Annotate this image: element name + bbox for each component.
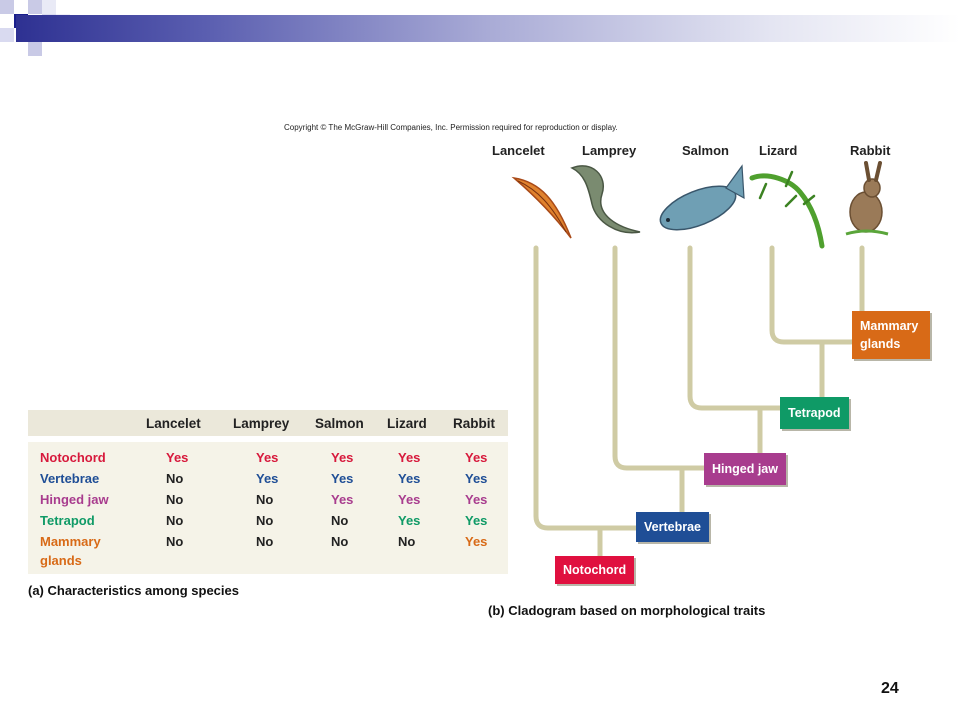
- lancelet-illustration: [511, 176, 572, 239]
- table-col-lizard: Lizard: [387, 416, 427, 431]
- header-gradient-bar: [16, 15, 960, 42]
- cell-notochord-rabbit: Yes: [465, 450, 488, 465]
- copyright-notice: Copyright © The McGraw-Hill Companies, I…: [284, 123, 618, 132]
- cell-mammary-salmon: No: [331, 534, 349, 549]
- table-caption: (a) Characteristics among species: [28, 583, 239, 598]
- cell-hinged-jaw-salmon: Yes: [331, 492, 354, 507]
- trait-hinged-jaw-text: Hinged jaw: [712, 462, 778, 476]
- row-label-vertebrae: Vertebrae: [40, 471, 100, 486]
- cell-tetrapod-lamprey: No: [256, 513, 274, 528]
- cell-mammary-lizard: No: [398, 534, 416, 549]
- cell-notochord-lancelet: Yes: [166, 450, 189, 465]
- table-col-lamprey: Lamprey: [233, 416, 290, 431]
- cell-tetrapod-salmon: No: [331, 513, 349, 528]
- trait-tetrapod-text: Tetrapod: [788, 406, 841, 420]
- cell-hinged-jaw-lancelet: No: [166, 492, 184, 507]
- cladogram-caption: (b) Cladogram based on morphological tra…: [488, 603, 766, 618]
- trait-label-tetrapod: Tetrapod: [780, 397, 849, 429]
- row-label-hinged-jaw: Hinged jaw: [40, 492, 109, 507]
- species-header-lamprey: Lamprey: [582, 143, 637, 158]
- cell-mammary-lamprey: No: [256, 534, 274, 549]
- cell-tetrapod-lizard: Yes: [398, 513, 421, 528]
- table-header-row: Lancelet Lamprey Salmon Lizard Rabbit: [28, 410, 508, 436]
- cell-notochord-salmon: Yes: [331, 450, 354, 465]
- salmon-illustration: [659, 164, 745, 231]
- table-body: Notochord Yes Yes Yes Yes Yes Vertebrae …: [28, 442, 508, 574]
- cell-hinged-jaw-lizard: Yes: [398, 492, 421, 507]
- cell-vertebrae-rabbit: Yes: [465, 471, 488, 486]
- row-label-mammary-line-2: glands: [40, 553, 82, 568]
- species-header-lancelet: Lancelet: [492, 143, 545, 158]
- cell-vertebrae-lizard: Yes: [398, 471, 421, 486]
- species-header-rabbit: Rabbit: [850, 143, 891, 158]
- cell-notochord-lizard: Yes: [398, 450, 421, 465]
- cell-hinged-jaw-rabbit: Yes: [465, 492, 488, 507]
- lamprey-illustration: [570, 165, 641, 234]
- trait-mammary-text-line-1: Mammary: [860, 319, 919, 333]
- cell-tetrapod-lancelet: No: [166, 513, 184, 528]
- rabbit-illustration: [845, 161, 889, 236]
- trait-vertebrae-text: Vertebrae: [644, 520, 701, 534]
- row-label-mammary-line-1: Mammary: [40, 534, 101, 549]
- table-col-salmon: Salmon: [315, 416, 364, 431]
- page-number: 24: [881, 680, 899, 697]
- species-header-salmon: Salmon: [682, 143, 729, 158]
- cell-vertebrae-lamprey: Yes: [256, 471, 279, 486]
- cell-vertebrae-salmon: Yes: [331, 471, 354, 486]
- trait-label-notochord: Notochord: [555, 556, 635, 584]
- trait-mammary-text-line-2: glands: [860, 337, 901, 351]
- cell-mammary-lancelet: No: [166, 534, 184, 549]
- cell-tetrapod-rabbit: Yes: [465, 513, 488, 528]
- lizard-illustration: [749, 170, 825, 249]
- cell-hinged-jaw-lamprey: No: [256, 492, 274, 507]
- trait-label-mammary-glands: Mammary glands: [852, 311, 930, 359]
- table-col-rabbit: Rabbit: [453, 416, 495, 431]
- cladogram-branches: [533, 245, 865, 575]
- row-label-tetrapod: Tetrapod: [40, 513, 95, 528]
- trait-label-hinged-jaw: Hinged jaw: [704, 453, 786, 485]
- trait-notochord-text: Notochord: [563, 563, 627, 577]
- cell-notochord-lamprey: Yes: [256, 450, 279, 465]
- cell-mammary-rabbit: Yes: [465, 534, 488, 549]
- species-header-lizard: Lizard: [759, 143, 798, 158]
- table-col-lancelet: Lancelet: [146, 416, 201, 431]
- cell-vertebrae-lancelet: No: [166, 471, 184, 486]
- row-label-notochord: Notochord: [40, 450, 106, 465]
- trait-label-vertebrae: Vertebrae: [636, 512, 709, 542]
